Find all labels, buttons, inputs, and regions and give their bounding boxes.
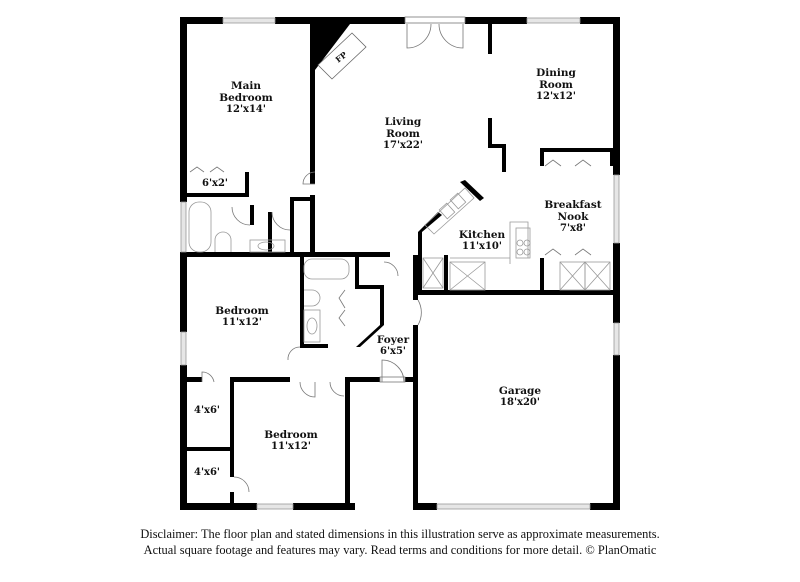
room-name-line: Bedroom xyxy=(219,92,273,104)
room-name-line: Main xyxy=(230,80,262,92)
room-dimensions: 6'x5' xyxy=(379,346,407,357)
fixtures xyxy=(188,187,611,343)
room-dimensions: 12'x14' xyxy=(226,104,266,115)
room-label-garage: Garage 18'x20' xyxy=(499,385,541,409)
room-label-kitchen: Kitchen 11'x10' xyxy=(459,229,505,253)
room-dimensions: 11'x12' xyxy=(271,441,311,452)
room-label-dining-room: Dining Room 12'x12' xyxy=(536,67,576,103)
room-label-breakfast-nook: Breakfast Nook 7'x8' xyxy=(544,199,601,235)
room-name-line: Living xyxy=(384,116,422,128)
disclaimer-line-2: Actual square footage and features may v… xyxy=(143,543,657,557)
room-dimensions: 18'x20' xyxy=(500,397,540,408)
room-label-living-room: Living Room 17'x22' xyxy=(383,116,423,152)
room-name-line: Room xyxy=(539,79,573,91)
interior-walls xyxy=(180,24,620,510)
room-dimensions: 12'x12' xyxy=(536,91,576,102)
disclaimer-line-1: Disclaimer: The floor plan and stated di… xyxy=(140,527,660,541)
closet-label-a: 4'x6' xyxy=(194,405,220,417)
room-name-line: Garage xyxy=(498,385,542,397)
room-dimensions: 4'x6' xyxy=(193,467,221,478)
exterior-walls xyxy=(180,17,620,510)
room-name-line: Bedroom xyxy=(264,429,318,441)
closet-label-b: 4'x6' xyxy=(194,467,220,479)
room-dimensions: 4'x6' xyxy=(193,405,221,416)
room-name-line: Nook xyxy=(557,211,589,223)
room-label-foyer: Foyer 6'x5' xyxy=(377,334,409,358)
room-dimensions: 7'x8' xyxy=(559,223,586,234)
windows xyxy=(180,17,620,510)
disclaimer: Disclaimer: The floor plan and stated di… xyxy=(0,526,800,558)
room-name-line: Dining xyxy=(536,67,576,79)
room-label-main-bedroom: Main Bedroom 12'x14' xyxy=(219,80,273,116)
room-name-line: Room xyxy=(386,128,420,140)
room-dimensions: 11'x12' xyxy=(222,317,262,328)
room-dimensions: 6'x2' xyxy=(201,178,229,189)
room-name-line: Bedroom xyxy=(215,305,269,317)
room-name-line: Kitchen xyxy=(458,229,506,241)
room-label-bedroom-2: Bedroom 11'x12' xyxy=(215,305,269,329)
room-label-bedroom-3: Bedroom 11'x12' xyxy=(264,429,318,453)
room-dimensions: 17'x22' xyxy=(383,140,423,151)
closet-label-main: 6'x2' xyxy=(202,178,228,190)
room-dimensions: 11'x10' xyxy=(462,241,502,252)
doors xyxy=(189,16,592,493)
fireplace xyxy=(315,24,367,80)
room-name-line: Foyer xyxy=(376,334,410,346)
room-name-line: Breakfast xyxy=(544,199,602,211)
